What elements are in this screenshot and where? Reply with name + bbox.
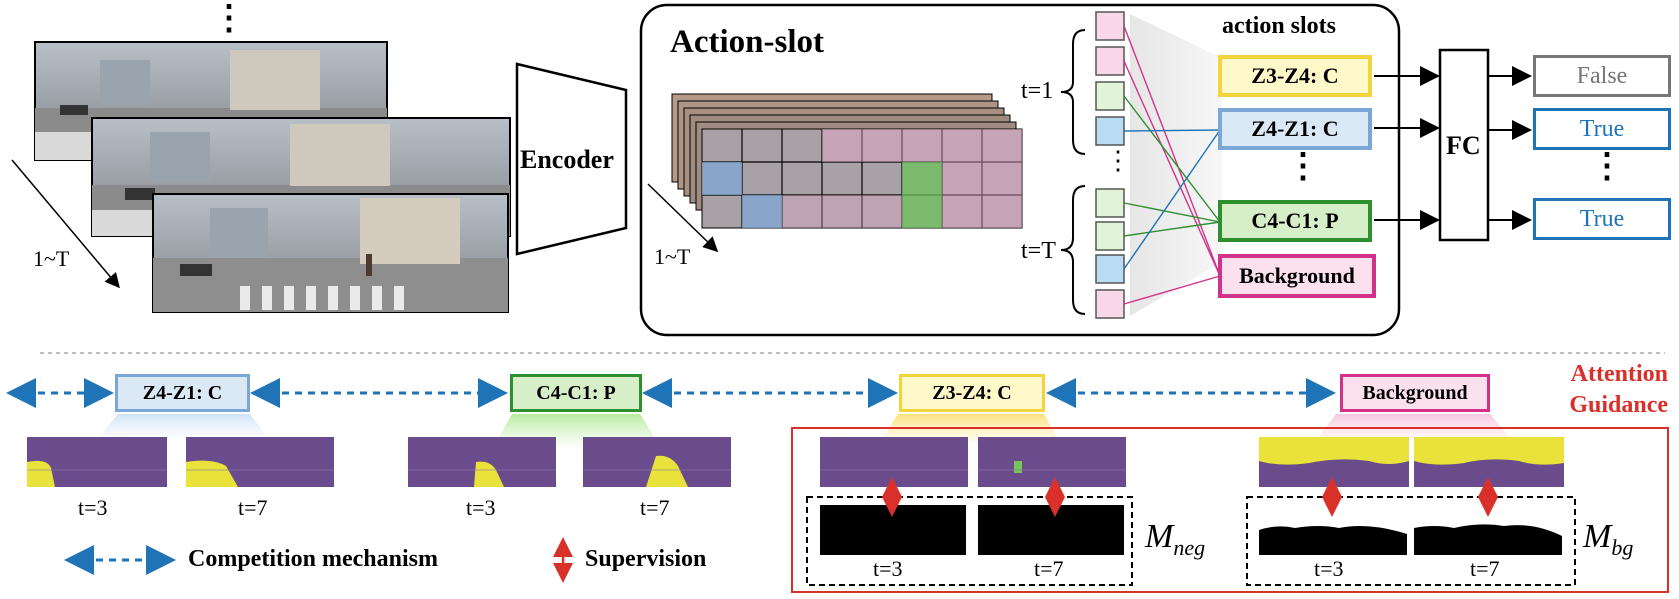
output-true-1: True [1533, 108, 1671, 150]
t1-label: t=1 [1021, 78, 1054, 104]
brace-t1 [1060, 29, 1086, 155]
time-label: t=7 [238, 495, 268, 520]
slot-z3z4: Z3-Z4: C [1218, 55, 1372, 97]
m-neg-label: Mneg [1145, 518, 1205, 561]
slot-z4z1: Z4-Z1: C [1218, 108, 1372, 150]
tokens-ellipsis: ⋮ [1105, 146, 1131, 175]
bottom-slot-c4c1: C4-C1: P [510, 374, 642, 412]
fc-output-arrows [1488, 66, 1532, 230]
time-label: t=3 [466, 495, 496, 520]
encoder-block [515, 62, 628, 256]
slot-fc-arrows [1374, 66, 1440, 230]
m-bg-symbol: M [1583, 518, 1612, 555]
bottom-slot-background: Background [1340, 374, 1490, 412]
m-neg-subscript: neg [1173, 534, 1206, 560]
glow-z4z1 [98, 414, 268, 438]
m-bg-subscript: bg [1611, 534, 1634, 560]
time-label: t=3 [1314, 556, 1344, 581]
frame-axis-label: 1~T [33, 246, 70, 271]
encoder-label: Encoder [520, 145, 614, 174]
attention-guidance-line1: Attention [1570, 361, 1668, 387]
tT-label: t=T [1021, 238, 1056, 264]
m-neg-symbol: M [1145, 518, 1174, 555]
attention-maps [27, 437, 1564, 487]
output-true-2: True [1533, 198, 1671, 240]
feature-axis-arrow [647, 183, 719, 253]
time-label: t=7 [1034, 556, 1064, 581]
fc-label: FC [1446, 131, 1481, 160]
input-frame-3 [152, 193, 509, 313]
slots-title: action slots [1222, 13, 1336, 39]
fc-block [1438, 48, 1490, 242]
output-false: False [1533, 55, 1671, 97]
time-label: t=3 [873, 556, 903, 581]
outputs-ellipsis: ⋮ [1590, 148, 1624, 185]
token-slot-links [1123, 25, 1221, 305]
supervision-arrows [882, 477, 1498, 517]
frame-axis-arrow [11, 159, 120, 289]
time-label: t=7 [1470, 556, 1500, 581]
slots-ellipsis: ⋮ [1286, 148, 1320, 185]
feature-axis-label: 1~T [654, 244, 691, 269]
brace-tT [1060, 185, 1086, 315]
slot-c4c1: C4-C1: P [1218, 200, 1372, 242]
bottom-slot-z3z4: Z3-Z4: C [899, 374, 1045, 412]
legend-supervision-text: Supervision [585, 546, 707, 572]
mask-group-neg [806, 496, 1133, 586]
action-slot-title: Action-slot [670, 24, 824, 60]
frames-ellipsis: ⋮ [212, 0, 246, 37]
attention-guidance-line2: Guidance [1569, 392, 1668, 418]
attention-guidance-box [791, 427, 1669, 593]
time-label: t=7 [640, 495, 670, 520]
time-label: t=3 [78, 495, 108, 520]
mask-group-bg [1246, 496, 1576, 586]
slot-background: Background [1218, 254, 1376, 298]
legend-competition-text: Competition mechanism [188, 546, 438, 572]
feature-map-stack [671, 93, 1023, 229]
bottom-slot-z4z1: Z4-Z1: C [115, 374, 250, 412]
masks [820, 505, 1562, 555]
m-bg-label: Mbg [1583, 518, 1633, 561]
